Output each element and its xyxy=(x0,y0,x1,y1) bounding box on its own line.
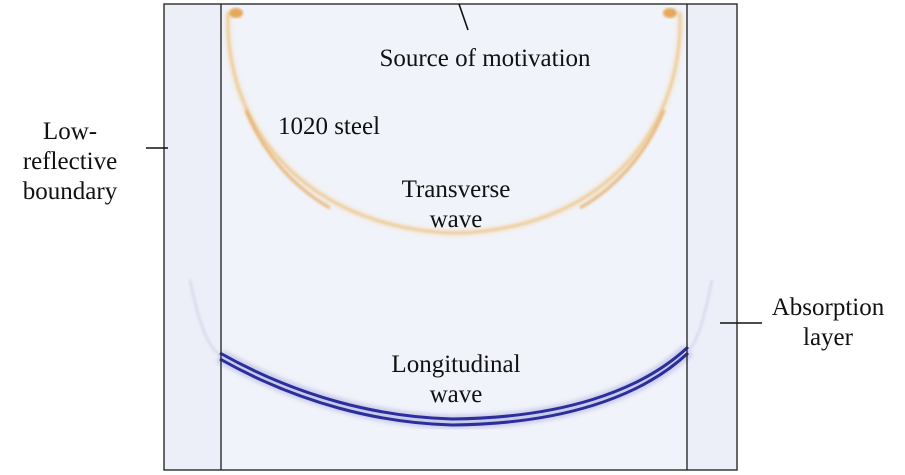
low-reflective-boundary-label: Low- reflective boundary xyxy=(22,118,118,205)
absorption-layer-label: Absorption layer xyxy=(771,294,885,351)
source-leader-line xyxy=(458,3,469,31)
material-label: 1020 steel xyxy=(277,113,381,140)
absorption-layer-left xyxy=(164,4,221,470)
longitudinal-wave xyxy=(189,279,713,430)
transverse-wave-label: Transverse wave xyxy=(401,176,511,233)
domain-frame xyxy=(163,3,738,471)
longitudinal-wave-label: Longitudinal wave xyxy=(391,351,521,408)
transverse-wave xyxy=(224,11,684,237)
simulation-domain xyxy=(164,4,737,470)
source-of-motivation-marks xyxy=(229,8,677,18)
source-label: Source of motivation xyxy=(379,45,591,72)
absorption-layer-right xyxy=(687,4,737,470)
